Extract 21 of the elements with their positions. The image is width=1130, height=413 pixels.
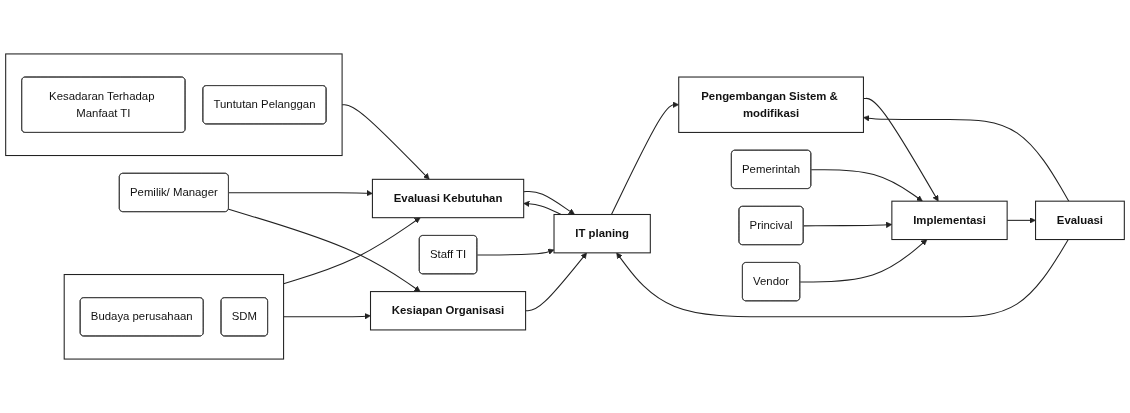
arrow (228, 190, 373, 197)
arrow (863, 115, 1070, 202)
arrow (523, 200, 562, 216)
arrow (525, 252, 587, 312)
node-box: Evaluasi Kebutuhan (371, 178, 525, 219)
node-box: Evaluasi (1035, 200, 1125, 241)
arrow (283, 313, 371, 320)
arrow (228, 208, 421, 292)
arrow (616, 239, 1069, 318)
node-box: Implementasi (891, 200, 1008, 241)
arrow (610, 101, 679, 216)
cluster (5, 53, 343, 157)
node-box: Pengembangan Sistem & modifikasi (678, 76, 864, 133)
arrow (523, 190, 575, 215)
node-box: Kesiapan Organisasi (369, 291, 527, 331)
node-box: IT planing (553, 213, 651, 254)
cluster (63, 274, 285, 360)
arrow (810, 169, 923, 202)
arrow (799, 239, 928, 283)
arrow (476, 248, 555, 256)
arrow (283, 217, 421, 285)
